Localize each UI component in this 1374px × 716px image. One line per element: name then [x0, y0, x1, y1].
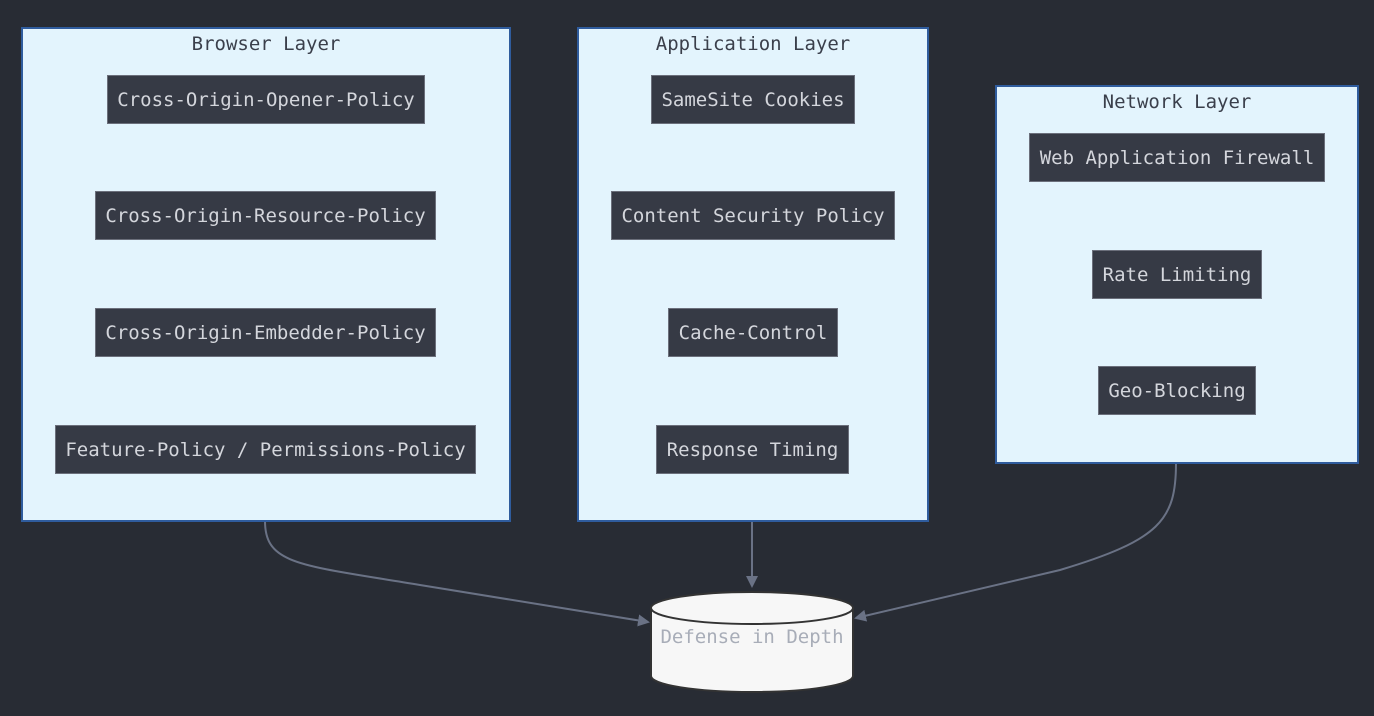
node-geo-blocking: Geo-Blocking — [1098, 366, 1256, 415]
defense-in-depth-database-icon — [650, 591, 854, 693]
node-cross-origin-embedder-policy: Cross-Origin-Embedder-Policy — [95, 308, 436, 357]
node-cross-origin-opener-policy: Cross-Origin-Opener-Policy — [107, 75, 425, 124]
node-response-timing: Response Timing — [656, 425, 849, 474]
node-rate-limiting: Rate Limiting — [1092, 250, 1262, 299]
edge-browser-to-defense — [264, 520, 650, 627]
node-feature-permissions-policy: Feature-Policy / Permissions-Policy — [55, 425, 476, 474]
node-cache-control: Cache-Control — [668, 308, 838, 357]
edge-network-to-defense — [854, 462, 1177, 622]
node-content-security-policy: Content Security Policy — [611, 191, 895, 240]
node-cross-origin-resource-policy: Cross-Origin-Resource-Policy — [95, 191, 436, 240]
defense-in-depth-label: Defense in Depth — [660, 626, 844, 648]
browser-layer-title: Browser Layer — [191, 33, 341, 55]
node-samesite-cookies: SameSite Cookies — [651, 75, 855, 124]
node-web-application-firewall: Web Application Firewall — [1029, 133, 1325, 182]
network-layer-title: Network Layer — [1102, 91, 1252, 113]
application-layer-title: Application Layer — [655, 33, 851, 55]
